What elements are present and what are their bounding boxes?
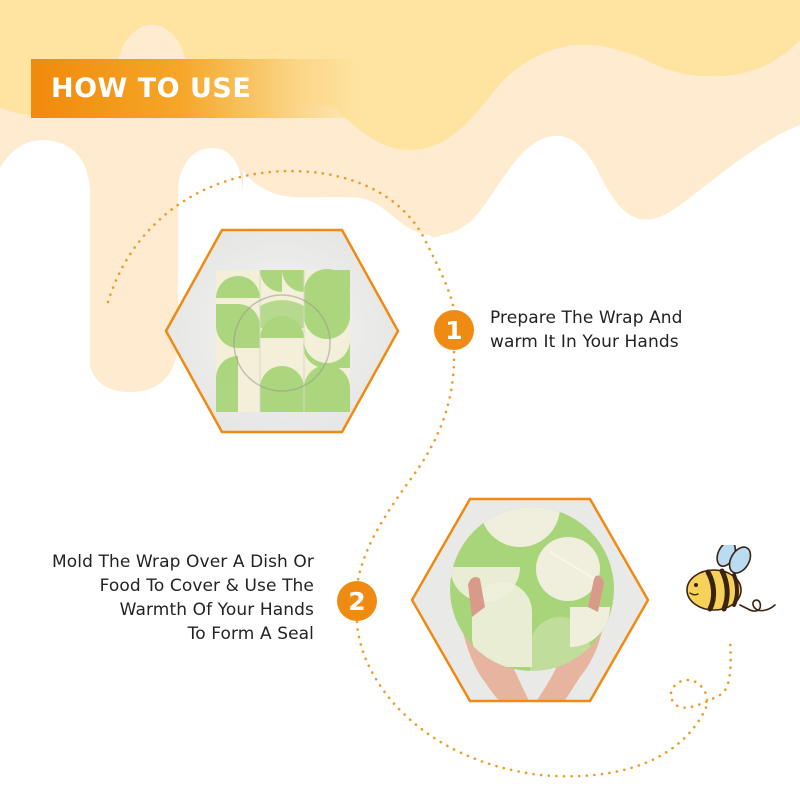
- page-title: HOW TO USE: [51, 73, 252, 104]
- wrapped-bowl: [450, 507, 614, 671]
- honey-bump-top: [118, 25, 186, 62]
- step-2-line-3: Warmth Of Your Hands: [119, 600, 314, 620]
- dotted-arc-top: [106, 169, 456, 312]
- step-2-image: [410, 497, 650, 703]
- step-1-description: Prepare The Wrap And warm It In Your Han…: [490, 306, 683, 354]
- step-2-line-4: To Form A Seal: [187, 624, 314, 644]
- step-2-line-2: Food To Cover & Use The: [99, 576, 314, 596]
- honey-wave-light-left: [0, 100, 243, 392]
- bee-icon: [686, 545, 776, 612]
- step-2-line-1: Mold The Wrap Over A Dish Or: [52, 552, 314, 572]
- beeswax-wrap-square: [216, 269, 350, 412]
- dotted-curve-bottom: [355, 620, 732, 778]
- dotted-line-step1-to-step2: [356, 350, 456, 582]
- step-1-badge: 1: [434, 310, 474, 350]
- white-fill-lower: [0, 400, 800, 800]
- step-1-image: [164, 228, 400, 434]
- how-to-use-banner: HOW TO USE: [31, 59, 361, 118]
- step-2-badge: 2: [337, 581, 377, 621]
- step-2-description: Mold The Wrap Over A Dish Or Food To Cov…: [0, 550, 314, 646]
- step-1-line-1: Prepare The Wrap And: [490, 308, 683, 328]
- step-1-line-2: warm It In Your Hands: [490, 332, 679, 352]
